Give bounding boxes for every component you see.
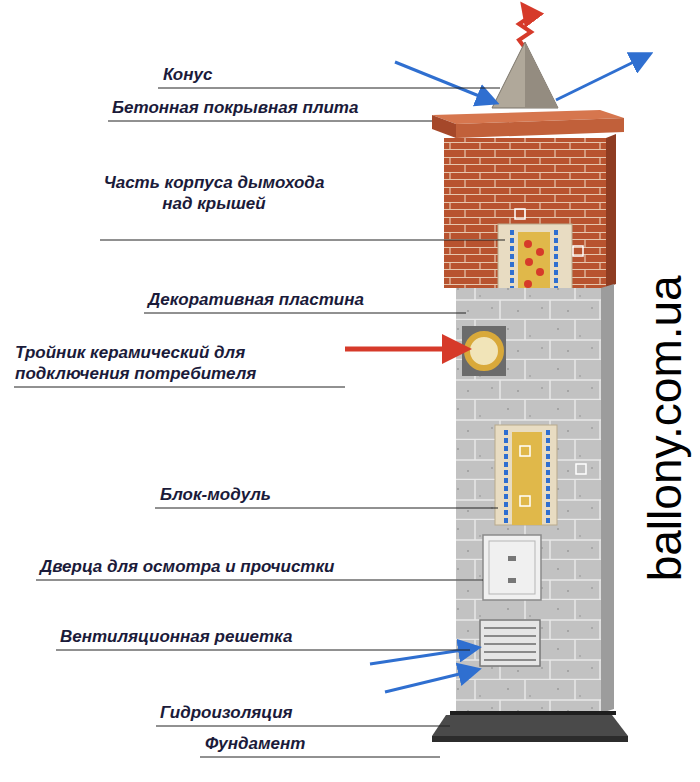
watermark: ballony.com.ua	[640, 275, 691, 581]
cap-slab-label: Бетонная покрывная плита	[112, 97, 358, 118]
foundation-label: Фундамент	[205, 733, 305, 754]
tee-label: Тройник керамический для подключения пот…	[15, 342, 260, 384]
chimney-top-label: Часть корпуса дымохода над крышей	[100, 172, 328, 214]
block-label: Блок-модуль	[160, 484, 271, 505]
cone-label: Конус	[163, 64, 212, 85]
grille-label: Вентиляционная решетка	[60, 626, 292, 647]
door-label: Дверца для осмотра и прочистки	[40, 556, 334, 577]
waterproofing-label: Гидроизоляция	[160, 702, 293, 723]
plate-label: Декоративная пластина	[148, 289, 364, 310]
